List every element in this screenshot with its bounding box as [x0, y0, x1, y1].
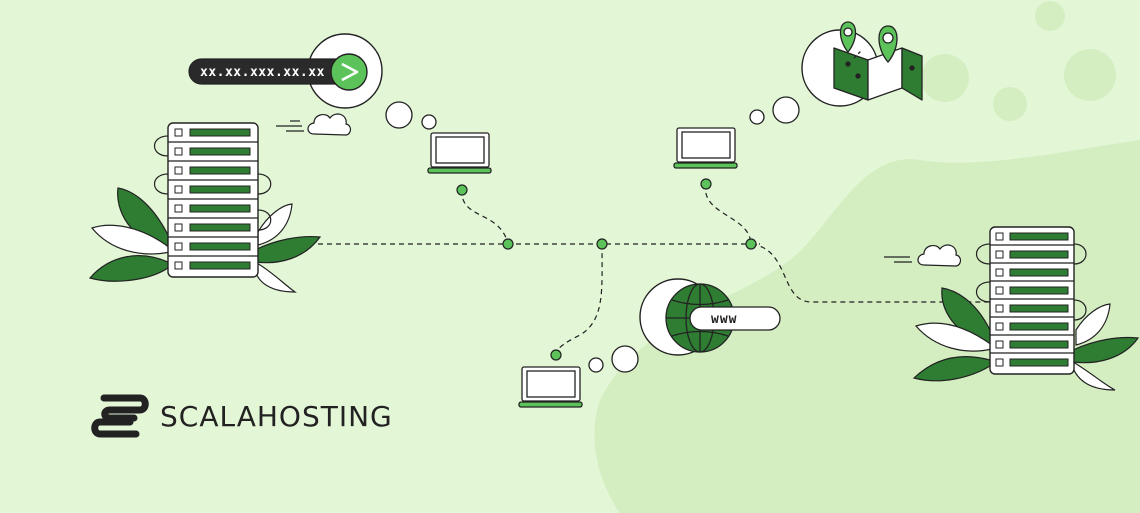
location-pin-icon — [839, 21, 857, 54]
arrow-button — [330, 53, 368, 91]
server-icon — [975, 226, 1087, 375]
node — [550, 349, 562, 361]
background-bubble — [1064, 49, 1116, 101]
node — [596, 238, 608, 250]
laptop-icon — [518, 366, 583, 408]
background-bubble — [921, 54, 969, 102]
network-links — [300, 183, 1000, 356]
node — [456, 184, 468, 196]
laptop-icon — [673, 127, 738, 169]
map-bubble — [749, 21, 923, 125]
node — [745, 238, 757, 250]
ip-address-bubble: xx.xx.xxx.xx.xx — [188, 33, 437, 130]
www-globe-bubble: www — [588, 278, 781, 373]
brand: SCALAHOSTING — [90, 394, 393, 438]
location-pin-icon — [878, 25, 898, 63]
laptop-icon — [427, 132, 492, 174]
leaf-icon — [912, 287, 1140, 391]
server-right — [912, 226, 1140, 391]
background-bubble — [1035, 1, 1065, 31]
node — [502, 238, 514, 250]
www-label: www — [711, 312, 737, 327]
scalahosting-logo-icon — [91, 394, 149, 438]
network-nodes — [456, 178, 757, 361]
brand-name: SCALAHOSTING — [160, 399, 393, 433]
cloud-icon — [884, 244, 962, 267]
node — [700, 178, 712, 190]
server-left — [88, 122, 322, 293]
arrow-right-icon — [341, 62, 359, 82]
ip-address-label: xx.xx.xxx.xx.xx — [200, 65, 325, 80]
link-right-server — [751, 243, 1000, 303]
map-icon — [833, 47, 923, 101]
link-laptop-3 — [555, 243, 603, 356]
link-laptop-1 — [461, 189, 509, 245]
leaf-icon — [88, 187, 322, 293]
link-laptop-2 — [705, 183, 752, 245]
background-bubble — [993, 87, 1027, 121]
cloud-icon — [276, 113, 352, 136]
server-icon — [153, 122, 272, 278]
